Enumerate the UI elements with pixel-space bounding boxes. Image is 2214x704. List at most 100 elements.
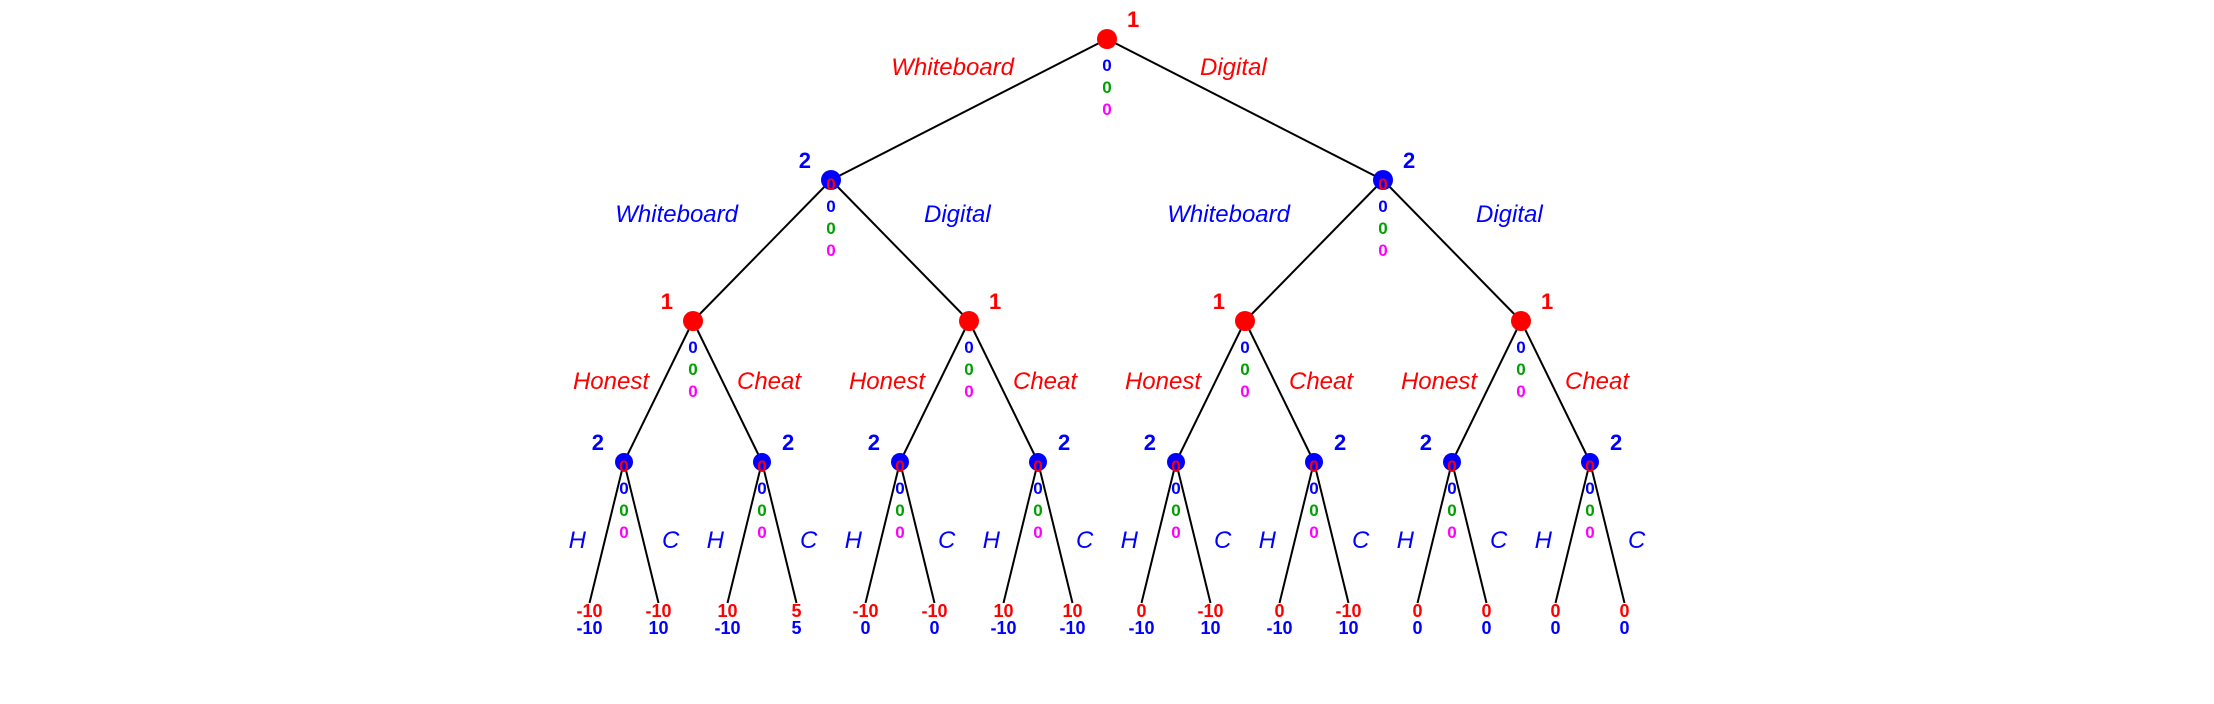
payoff-player2: -10 — [576, 618, 602, 638]
node-value: 0 — [1447, 501, 1456, 520]
edge-label: Cheat — [1289, 368, 1354, 395]
node-value: 0 — [895, 479, 904, 498]
edge-label: Honest — [1401, 368, 1478, 395]
tree-edge — [623, 320, 694, 463]
decision-node — [1029, 453, 1047, 471]
payoff-player2: -10 — [714, 618, 740, 638]
tree-edge — [1244, 179, 1384, 322]
node-value: 0 — [1309, 501, 1318, 520]
edges-layer — [588, 38, 1626, 604]
payoff-player1: 10 — [717, 601, 737, 621]
node-value: 0 — [757, 501, 766, 520]
tree-edge — [968, 320, 1039, 463]
edge-label: C — [1352, 527, 1370, 554]
edge-label: C — [938, 527, 956, 554]
decision-node — [1581, 453, 1599, 471]
edge-label: H — [1259, 527, 1277, 554]
decision-node — [1373, 170, 1393, 190]
payoff-player2: 10 — [1338, 618, 1358, 638]
node-value: 0 — [1378, 197, 1387, 216]
node-value: 0 — [1516, 360, 1525, 379]
tree-edge — [588, 461, 625, 604]
tree-edge — [761, 461, 798, 604]
tree-edge — [1037, 461, 1074, 604]
node-value: 0 — [826, 175, 835, 194]
edge-label: Whiteboard — [891, 54, 1014, 81]
tree-edge — [1382, 179, 1522, 322]
decision-node — [1511, 311, 1531, 331]
payoff-player1: 0 — [1550, 601, 1560, 621]
edge-label: Honest — [849, 368, 926, 395]
labels-layer: WhiteboardWhiteboardHonestH-10-10C-1010C… — [569, 54, 1646, 638]
payoff-player1: 0 — [1136, 601, 1146, 621]
node-value: 0 — [1309, 523, 1318, 542]
edge-label: H — [1535, 527, 1553, 554]
tree-edge — [1589, 461, 1626, 604]
tree-edge — [1244, 320, 1315, 463]
tree-edge — [726, 461, 763, 604]
node-value: 0 — [826, 241, 835, 260]
payoff-player2: 5 — [791, 618, 801, 638]
payoff-player1: 10 — [1062, 601, 1082, 621]
node-value: 0 — [1240, 360, 1249, 379]
edge-label: Cheat — [737, 368, 802, 395]
payoff-player1: 5 — [791, 601, 801, 621]
node-value: 0 — [964, 382, 973, 401]
node-value: 0 — [688, 316, 697, 335]
node-value: 0 — [1102, 78, 1111, 97]
player-label: 1 — [661, 289, 673, 314]
player-label: 1 — [989, 289, 1001, 314]
edge-label: Cheat — [1565, 368, 1630, 395]
payoff-player2: -10 — [990, 618, 1016, 638]
tree-edge — [1140, 461, 1177, 604]
node-value: 0 — [619, 457, 628, 476]
decision-node — [1443, 453, 1461, 471]
player-label: 2 — [1610, 430, 1622, 455]
node-value: 0 — [1378, 219, 1387, 238]
tree-edge — [1451, 320, 1522, 463]
edge-label: H — [983, 527, 1001, 554]
payoff-player2: 0 — [929, 618, 939, 638]
payoff-player2: -10 — [1059, 618, 1085, 638]
tree-edge — [1002, 461, 1039, 604]
payoff-player1: 0 — [1481, 601, 1491, 621]
node-value: 0 — [1378, 175, 1387, 194]
payoff-player1: -10 — [1335, 601, 1361, 621]
node-value: 0 — [895, 523, 904, 542]
edge-label: H — [845, 527, 863, 554]
tree-edge — [1106, 38, 1384, 181]
edge-label: Digital — [1200, 54, 1267, 81]
tree-edge — [830, 38, 1108, 181]
payoff-player2: 0 — [1412, 618, 1422, 638]
node-value: 0 — [1240, 338, 1249, 357]
decision-node — [1305, 453, 1323, 471]
node-value: 0 — [1516, 316, 1525, 335]
tree-edge — [692, 179, 832, 322]
node-value: 0 — [1309, 479, 1318, 498]
node-value: 0 — [1171, 457, 1180, 476]
node-value: 0 — [1171, 523, 1180, 542]
node-value: 0 — [1585, 501, 1594, 520]
edge-label: C — [662, 527, 680, 554]
node-value: 0 — [895, 457, 904, 476]
decision-node — [1235, 311, 1255, 331]
decision-node — [821, 170, 841, 190]
nodes-layer: 2000020000100002000020000100002000020000… — [592, 7, 1623, 542]
decision-node — [1167, 453, 1185, 471]
node-value: 0 — [1240, 382, 1249, 401]
edge-label: H — [1121, 527, 1139, 554]
node-value: 0 — [688, 338, 697, 357]
node-value: 0 — [964, 338, 973, 357]
node-value: 0 — [1585, 457, 1594, 476]
edge-label: Cheat — [1013, 368, 1078, 395]
tree-edge — [1451, 461, 1488, 604]
node-value: 0 — [1240, 316, 1249, 335]
decision-node — [1097, 29, 1117, 49]
tree-edge — [1175, 320, 1246, 463]
node-value: 0 — [1033, 479, 1042, 498]
node-value: 0 — [757, 457, 766, 476]
player-label: 2 — [1334, 430, 1346, 455]
node-value: 0 — [1309, 457, 1318, 476]
player-label: 1 — [1541, 289, 1553, 314]
node-value: 0 — [1516, 338, 1525, 357]
